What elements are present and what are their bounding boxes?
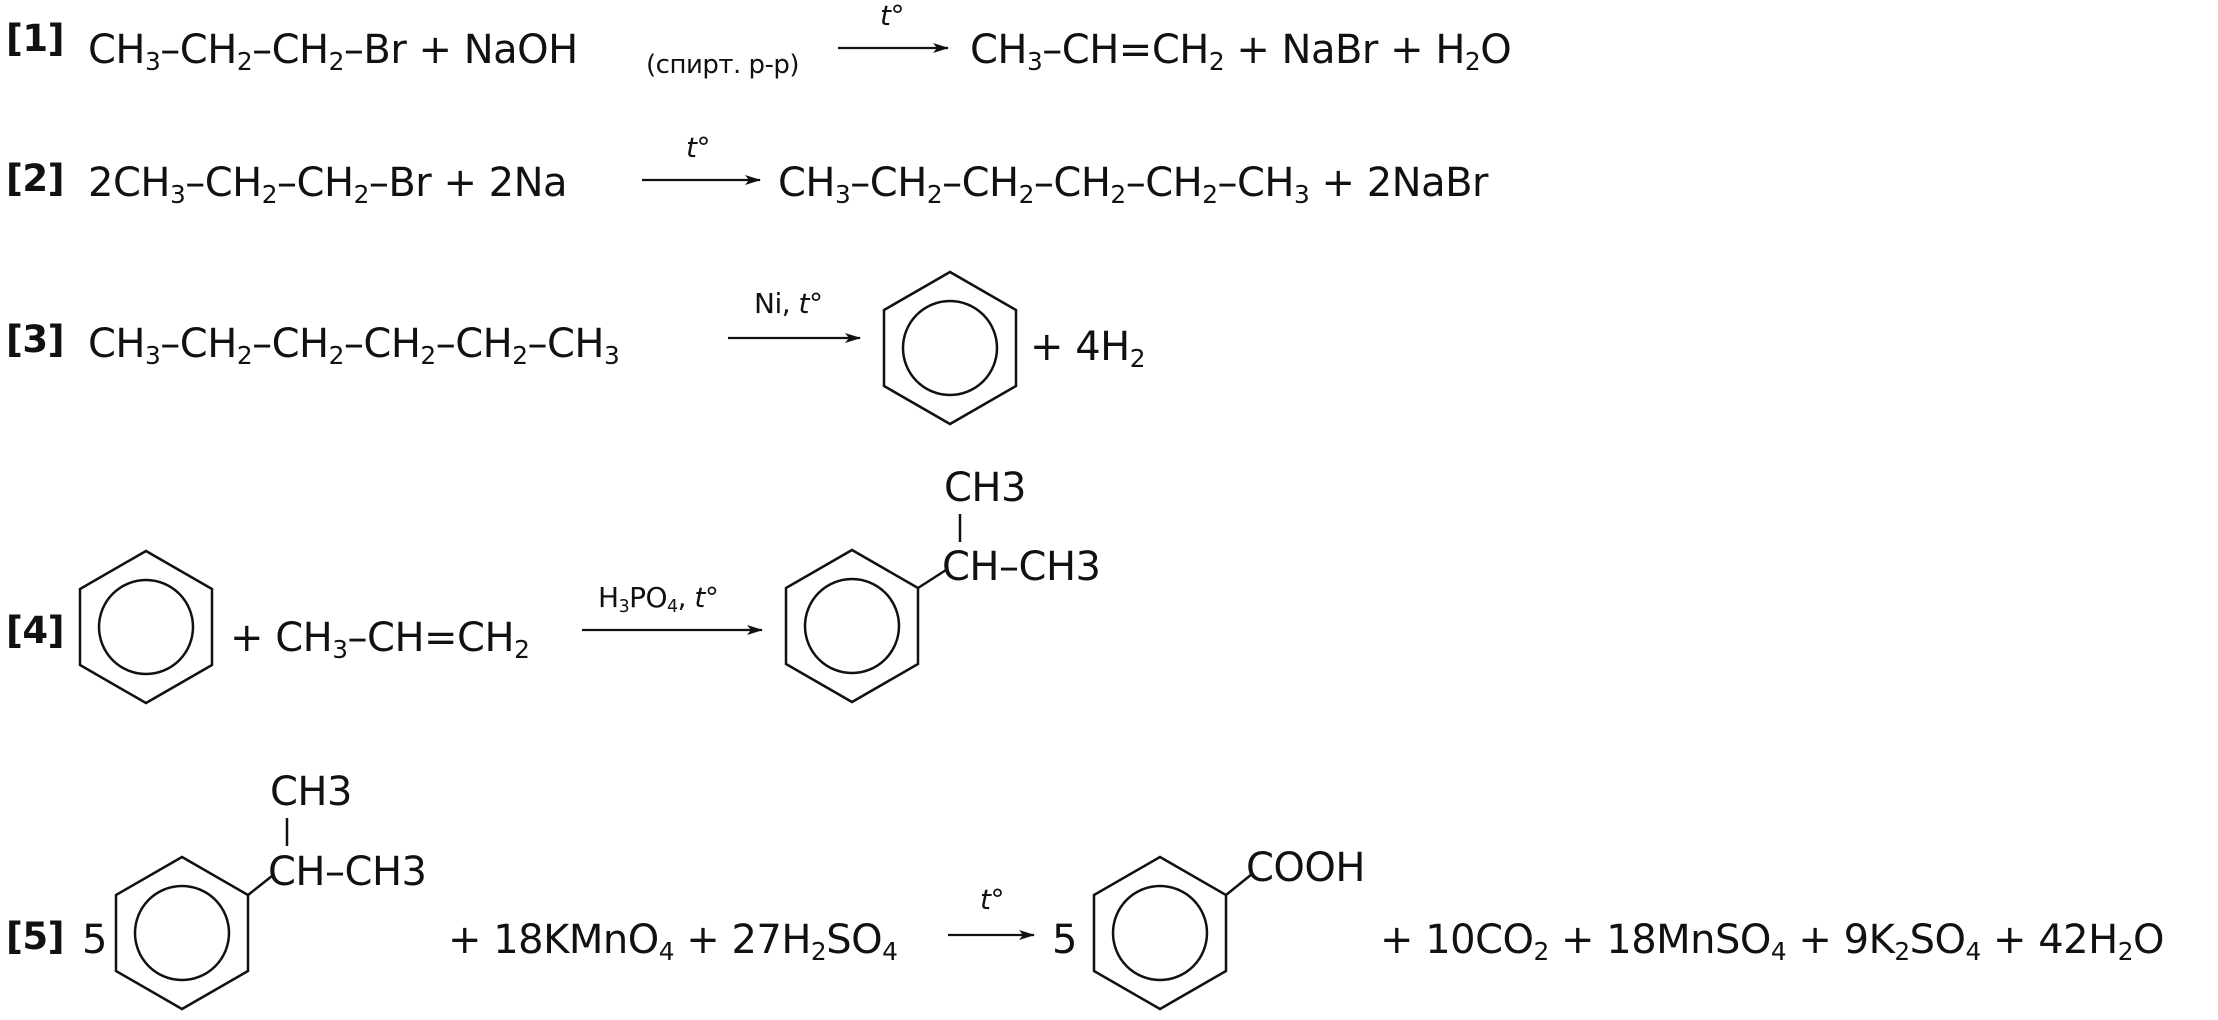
reaction-1-condition: t° (880, 0, 904, 32)
benzene-ring-r4-product (784, 548, 920, 704)
reaction-2-number: [2] (6, 157, 65, 200)
reaction-4-condition: H3PO4, t° (598, 581, 719, 617)
reaction-1-number: [1] (6, 17, 65, 60)
benzene-ring-r3 (882, 270, 1018, 426)
reaction-4-product-ch3-top: CH3 (944, 465, 1026, 511)
r5-ring-to-ch-bond (247, 875, 273, 896)
reaction-5-ch-ch3: CH–CH3 (268, 849, 427, 895)
reaction-3-condition: Ni, t° (754, 287, 823, 320)
r5-ring-to-cooh-bond (1225, 873, 1253, 896)
reaction-5-reagents: + 18KMnO4 + 27H2SO4 (448, 917, 898, 966)
reaction-5-cooh: COOH (1246, 845, 1365, 891)
reaction-5-condition: t° (980, 883, 1004, 916)
r4-ring-to-ch-bond (917, 568, 947, 590)
reaction-3-products-rest: + 4H2 (1030, 324, 1146, 373)
reaction-3-reactants: CH3–CH2–CH2–CH2–CH2–CH3 (88, 321, 620, 370)
benzene-ring-r4-reactant (78, 549, 214, 705)
reaction-5-coefficient-left: 5 (82, 917, 107, 963)
reaction-1-reactants: CH3–CH2–CH2–Br + NaOH (88, 27, 578, 76)
reaction-5-number: [5] (6, 915, 65, 958)
benzene-ring-r5-reactant (114, 855, 250, 1011)
reaction-5-coefficient-right: 5 (1052, 917, 1077, 963)
reaction-1-solvent: (спирт. р-р) (646, 50, 800, 80)
reaction-1-products: CH3–CH=CH2 + NaBr + H2O (970, 27, 1512, 76)
reaction-4-number: [4] (6, 609, 65, 652)
reaction-5-ch3-top: CH3 (270, 769, 352, 815)
reaction-2-condition: t° (686, 131, 710, 164)
reaction-5-products-rest: + 10CO2 + 18MnSO4 + 9K2SO4 + 42H2O (1380, 917, 2164, 966)
reaction-4-propene: + CH3–CH=CH2 (230, 615, 530, 664)
reaction-3-number: [3] (6, 318, 65, 361)
reaction-2-products: CH3–CH2–CH2–CH2–CH2–CH3 + 2NaBr (778, 160, 1489, 209)
reaction-4-product-ch-ch3: CH–CH3 (942, 544, 1101, 590)
reaction-2-reactants: 2CH3–CH2–CH2–Br + 2Na (88, 160, 568, 209)
benzene-ring-r5-product (1092, 855, 1228, 1011)
